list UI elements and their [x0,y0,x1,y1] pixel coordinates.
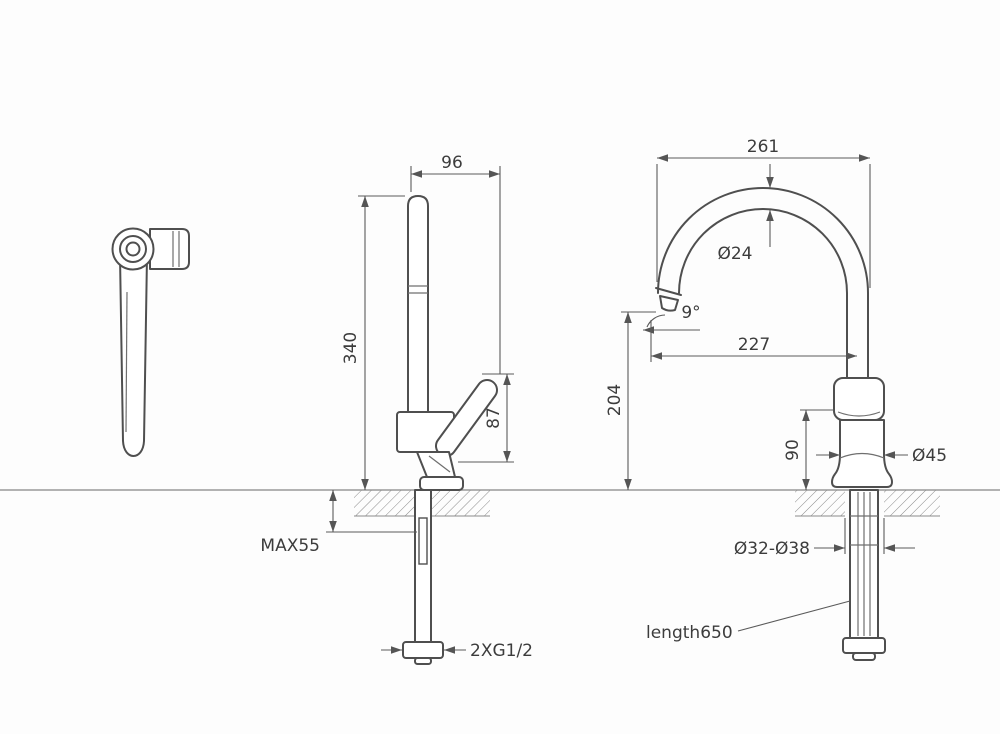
top-view-handle [111,227,190,457]
hatch-front-right [884,490,940,516]
dim-label-96: 96 [441,153,463,173]
dim-261: 261 [656,137,871,288]
dim-label-90: 90 [783,439,803,461]
dim-label-dia24: Ø24 [717,244,752,264]
dim-label-hole-dia: Ø32-Ø38 [734,539,810,559]
handle-lever-top-view [119,243,148,457]
mounting-shaft-side [414,489,432,643]
dim-label-87: 87 [484,407,504,429]
spout-arc-outer [657,187,869,381]
dim-label-340: 340 [341,332,361,364]
mounting-bracket [418,517,428,565]
handle-connector [149,228,190,270]
dim-label-227: 227 [738,335,770,355]
dim-label-thread: 2XG1/2 [470,641,533,661]
dim-max55: MAX55 [260,490,417,556]
shaft-stub-side [414,657,432,665]
dimensions-side-view: 96 340 87 MAX55 2XG1/2 [260,153,533,661]
dim-87: 87 [458,373,514,463]
body-dome-line [839,452,885,459]
handle-lever-contour [125,291,128,433]
dim-label-hose-length: length650 [646,623,733,643]
dim-96: 96 [410,153,501,374]
dim-thread: 2XG1/2 [381,641,533,661]
dim-204: 204 [605,311,656,490]
dim-label-angle9: 9° [681,303,700,323]
front-view-faucet [655,187,893,661]
body-lower-side [416,451,456,478]
dim-hole: Ø32-Ø38 [734,518,915,559]
mounting-nut-front [842,637,886,654]
mounting-nut-side [402,641,444,659]
hatch-front-left [795,490,845,516]
spout-tube-side [407,195,429,415]
side-view-faucet [396,195,498,665]
dim-hose-length: length650 [646,600,851,643]
hatch-side-left [354,490,415,516]
handle-front-seam [837,411,881,417]
dim-90: 90 [783,409,834,490]
handle-cap-inner [125,241,141,257]
spout-arc-inner [678,208,848,381]
dim-label-max55: MAX55 [260,536,320,556]
hatch-side-right [431,490,490,516]
aerator [659,295,679,312]
body-detail-line [428,455,451,473]
dim-227: 227 [650,320,857,362]
shaft-stub-front [852,652,876,661]
angle-arc [646,314,666,328]
dim-dia45: Ø45 [816,446,947,466]
dim-label-dia45: Ø45 [912,446,947,466]
countertop [0,489,1000,517]
dimensions-front-view: 261 Ø24 9° 227 204 90 [605,137,947,643]
dim-angle9: 9° [643,303,701,334]
dim-label-261: 261 [747,137,779,157]
dim-dia24: Ø24 [717,164,774,264]
spout-end-face [655,287,682,296]
leader-line [737,600,851,632]
base-lip-side [419,476,464,491]
dim-340: 340 [341,195,405,490]
dim-label-204: 204 [605,384,625,416]
